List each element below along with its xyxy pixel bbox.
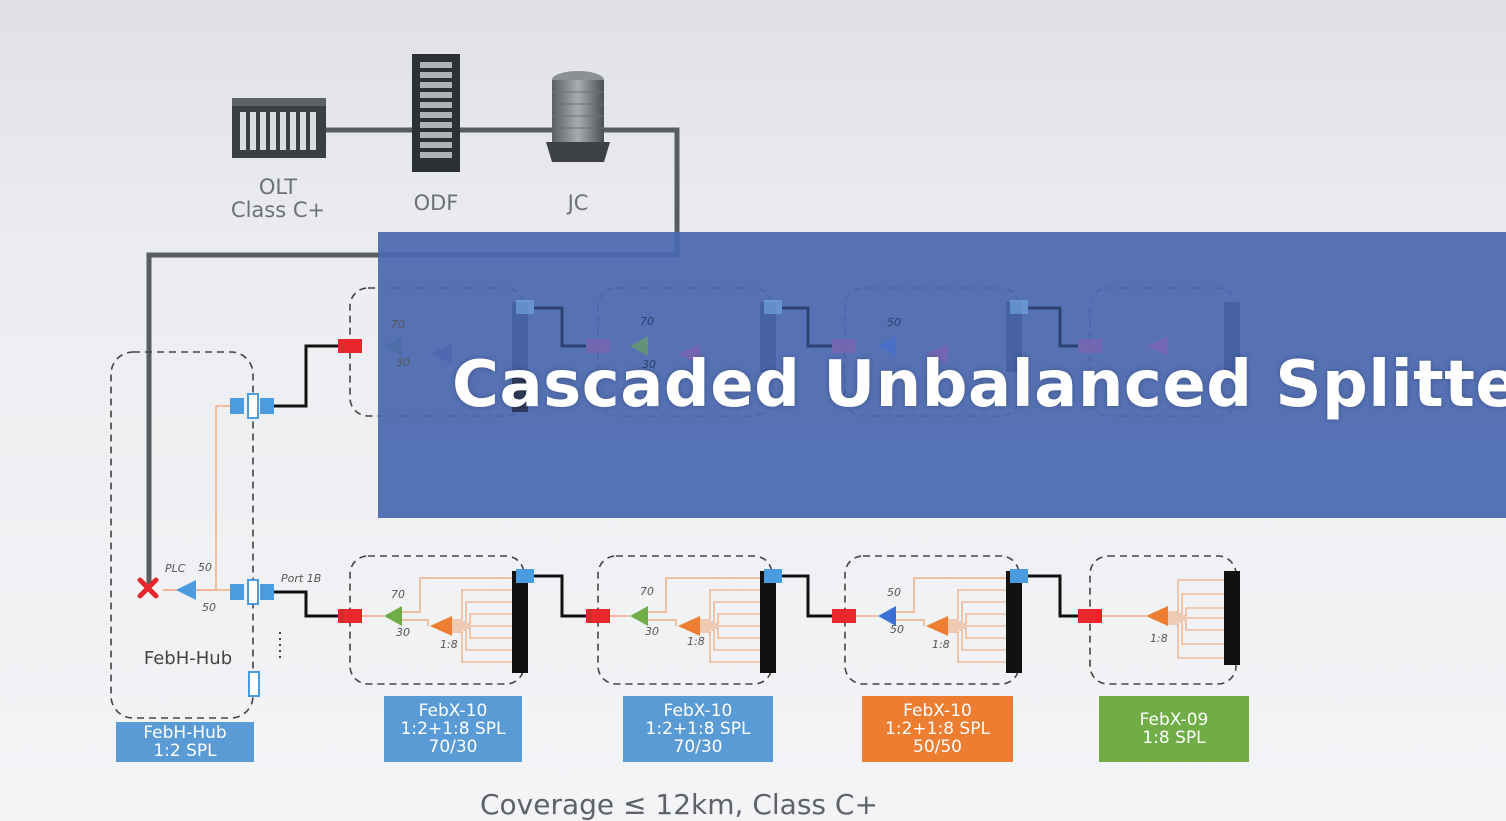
fault-cross-icon	[137, 577, 159, 599]
coverage-caption: Coverage ≤ 12km, Class C+	[480, 788, 878, 821]
odf-label: ODF	[413, 191, 459, 215]
banner-title: Cascaded Unbalanced Splitter	[452, 348, 1506, 422]
olt-device-icon	[232, 98, 326, 158]
hub-name: FebH-Hub	[143, 648, 233, 669]
b2-ratio-b: 30	[645, 625, 659, 638]
title-banner	[378, 232, 1506, 518]
legend-3-line1: FebX-10	[903, 701, 972, 721]
b3-split: 1:8	[932, 638, 950, 651]
legend-1-line1: FebX-10	[418, 701, 488, 721]
port-label: Port 1B	[281, 572, 322, 585]
b1-split: 1:8	[440, 638, 458, 651]
hub-legend-box: FebH-Hub 1:2 SPL	[116, 722, 254, 762]
olt-label: OLT Class C+	[228, 176, 328, 222]
hub-legend-line1: FebH-Hub	[143, 723, 227, 743]
legend-3-line2: 1:2+1:8 SPL	[885, 719, 990, 739]
plc-label: PLC	[165, 562, 186, 575]
b4-split: 1:8	[1150, 632, 1168, 645]
legend-4-line1: FebX-09	[1139, 710, 1209, 730]
joint-closure-icon	[546, 71, 610, 162]
bottom-chain	[338, 555, 1240, 685]
jc-label: JC	[567, 191, 589, 215]
legend-1-line3: 70/30	[428, 737, 478, 757]
hub-ratio-top: 50	[198, 561, 212, 574]
b3-ratio-a: 50	[887, 586, 901, 599]
legend-box-3: FebX-10 1:2+1:8 SPL 50/50	[862, 696, 1013, 762]
b1-ratio-b: 30	[396, 626, 410, 639]
hub-legend-line2: 1:2 SPL	[153, 741, 217, 761]
hub-internals	[163, 393, 281, 697]
legend-box-1: FebX-10 1:2+1:8 SPL 70/30	[384, 696, 522, 762]
hub-ratio-bottom: 50	[202, 601, 216, 614]
hub-enclosure	[110, 351, 254, 719]
legend-3-line3: 50/50	[913, 737, 962, 757]
t2-ratio-a: 70	[640, 315, 654, 328]
b2-split: 1:8	[687, 635, 705, 648]
b2-ratio-a: 70	[640, 585, 654, 598]
olt-label-line2: Class C+	[230, 198, 326, 222]
legend-box-2: FebX-10 1:2+1:8 SPL 70/30	[623, 696, 773, 762]
b3-ratio-b: 50	[890, 623, 904, 636]
legend-2-line3: 70/30	[673, 737, 723, 757]
t3-ratio-a: 50	[887, 316, 901, 329]
distribution-cables	[274, 344, 340, 618]
olt-label-line1: OLT	[258, 175, 298, 199]
legend-2-line1: FebX-10	[663, 701, 733, 721]
t2-ratio-b: 30	[642, 358, 656, 371]
t1-ratio-a: 70	[391, 318, 405, 331]
b1-ratio-a: 70	[391, 588, 405, 601]
odf-rack-icon	[412, 54, 460, 172]
t1-ratio-b: 30	[396, 356, 410, 369]
top-chain-overlay	[512, 300, 1168, 412]
legend-1-line2: 1:2+1:8 SPL	[400, 719, 506, 739]
legend-4-line2: 1:8 SPL	[1142, 728, 1206, 748]
legend-box-4: FebX-09 1:8 SPL	[1099, 696, 1249, 762]
legend-2-line2: 1:2+1:8 SPL	[645, 719, 751, 739]
